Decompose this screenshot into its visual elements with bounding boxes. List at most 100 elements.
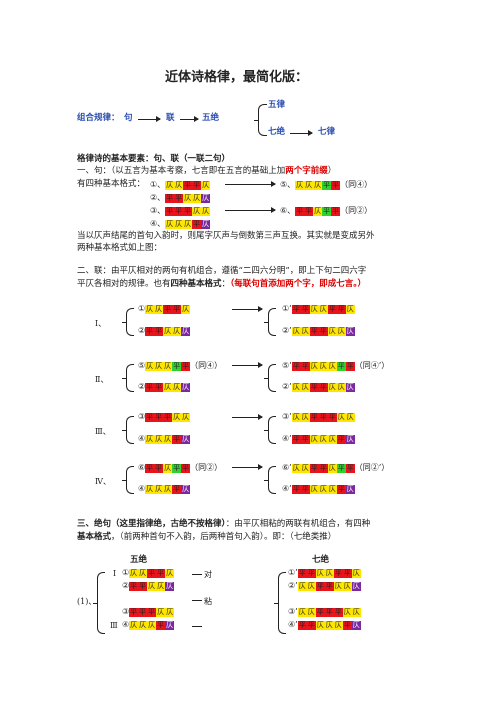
couplet-line-a: ⑤仄仄仄平平（同④）	[138, 360, 222, 371]
tone-box: 仄	[181, 304, 191, 314]
line-number: ④	[138, 484, 146, 493]
tone-box: 仄	[181, 412, 191, 422]
tone-box: 仄	[324, 568, 334, 578]
tone-pattern: 仄仄仄平仄	[145, 434, 191, 444]
tone-box: 仄	[165, 620, 175, 630]
tone-pattern: 仄仄平平平仄仄	[297, 607, 361, 617]
tone-box: 平	[129, 607, 139, 617]
tone-box: 平	[154, 412, 164, 422]
tone-box: 仄	[297, 581, 307, 591]
tone-box: 平	[309, 412, 319, 422]
qijue-line-1: ①’平平仄仄平平仄	[288, 568, 361, 578]
tone-box: 仄	[318, 304, 328, 314]
tone-box: 仄	[165, 568, 175, 578]
nian-label: 粘	[204, 597, 212, 606]
tone-box: 仄	[327, 382, 337, 392]
line-number: ②’	[288, 581, 298, 590]
tone-box: 平	[145, 412, 155, 422]
node-qijue: 七绝	[268, 127, 286, 137]
couplet-line-b: ④仄仄仄平仄	[138, 484, 191, 494]
tone-box: 仄	[345, 412, 355, 422]
tone-pattern: 仄仄仄平仄	[145, 484, 191, 494]
tone-box: 平	[300, 304, 310, 314]
couplet-line-c: ③’仄仄平平平仄仄	[282, 412, 355, 422]
tone-box: 平	[306, 568, 316, 578]
brace	[264, 466, 276, 494]
tone-box: 仄	[138, 568, 148, 578]
line-number: ③、	[150, 206, 166, 215]
sec2-line2: 平仄各相对的规律。也有四种基本格式：（每联句首添加两个字，即成七言。）	[77, 279, 366, 290]
tone-box: 仄	[291, 326, 301, 336]
line-number: ①’	[288, 568, 298, 577]
tone-box: 仄	[351, 568, 361, 578]
tone-box: 平	[291, 484, 301, 494]
tone-box: 仄	[309, 434, 319, 444]
sec2-seven-char-note: （每联句首添加两个字，即成七言。）	[230, 279, 367, 289]
tone-box: 仄	[300, 326, 310, 336]
node-qilv: 七律	[318, 127, 336, 137]
pattern-4: ④、仄仄仄平仄	[150, 218, 211, 229]
line-number: ②’	[282, 326, 292, 335]
tone-box: 仄	[201, 180, 211, 190]
tone-box: 平	[291, 434, 301, 444]
qijue-line-4: ④’平平仄仄仄平仄	[288, 620, 361, 630]
couplet-line-a: ③平平平仄仄	[138, 412, 191, 422]
tone-box: 平	[291, 361, 301, 371]
tone-box: 仄	[129, 620, 139, 630]
tone-box: 平	[147, 568, 157, 578]
couplet-line-c: ⑤’平平仄仄仄平平（同④’）	[282, 360, 389, 371]
tone-pattern: 平平仄平平	[295, 206, 341, 216]
tone-box: 平	[145, 326, 155, 336]
tone-box: 仄	[192, 206, 202, 216]
tone-box: 仄	[201, 206, 211, 216]
tone-box: 平	[342, 620, 352, 630]
tone-pattern: 平平仄仄仄	[145, 326, 191, 336]
tone-box: 仄	[351, 620, 361, 630]
tone-pattern: 仄仄仄平仄	[129, 620, 175, 630]
tone-pattern: 平平仄仄仄	[145, 382, 191, 392]
couplet-line-b: ②平平仄仄仄	[138, 326, 191, 336]
qijue-line-3: ③’仄仄平平平仄仄	[288, 607, 361, 617]
tone-box: 平	[322, 206, 332, 216]
tone-box: 平	[172, 463, 182, 473]
tone-box: 仄	[333, 581, 343, 591]
tone-box: 平	[154, 382, 164, 392]
brace	[122, 308, 134, 336]
sec3-line2: 基本格式，（前两种首句不入韵，后两种首句入韵）。即：（七绝类推）	[77, 532, 336, 543]
tone-box: 平	[172, 484, 182, 494]
line-number: ⑥、	[280, 206, 296, 215]
quatrain-outer-label: (1)、	[77, 597, 97, 606]
tone-box: 仄	[336, 326, 346, 336]
tone-box: 平	[145, 463, 155, 473]
qijue-line-2: ②’仄仄平平仄仄仄	[288, 581, 361, 591]
tone-pattern: 平平仄仄仄平仄	[297, 620, 361, 630]
line-number: ⑥	[138, 463, 146, 472]
line-number: ②、	[150, 193, 166, 202]
sec3-line1-a: 三、绝句（这里指律绝，古绝不按格律）	[77, 519, 226, 529]
tone-box: 仄	[147, 620, 157, 630]
wujue-line-2: ②平平仄仄仄	[122, 581, 175, 591]
tone-box: 平	[324, 581, 334, 591]
quatrain-left-brace	[93, 572, 105, 634]
tone-box: 平	[138, 607, 148, 617]
sec2-line2-a: 平仄各相对的规律。也有	[77, 279, 171, 289]
tone-pattern: 仄仄仄平仄	[165, 219, 211, 229]
tone-box: 仄	[183, 193, 193, 203]
tone-pattern: 仄仄平平仄仄仄	[291, 382, 355, 392]
tone-box: 仄	[345, 484, 355, 494]
tone-box: 平	[336, 361, 346, 371]
line-number: ①’	[282, 304, 292, 313]
node-lian: 联	[166, 113, 175, 123]
tone-box: 仄	[345, 382, 355, 392]
group-i-label: Ⅰ	[113, 569, 117, 578]
tone-box: 平	[183, 180, 193, 190]
tone-box: 平	[300, 434, 310, 444]
tone-box: 平	[297, 568, 307, 578]
arrow	[232, 306, 263, 312]
tone-box: 平	[318, 326, 328, 336]
sec1-line1-a: 一、句：（以五言为基本考察，七言即在五言的基础上加	[77, 166, 286, 176]
sec1-intro: 有四种基本格式：	[77, 179, 146, 189]
arrow-qijue-qilv	[290, 130, 313, 136]
couplet-group-label: Ⅳ、	[95, 477, 111, 486]
tone-box: 仄	[145, 434, 155, 444]
